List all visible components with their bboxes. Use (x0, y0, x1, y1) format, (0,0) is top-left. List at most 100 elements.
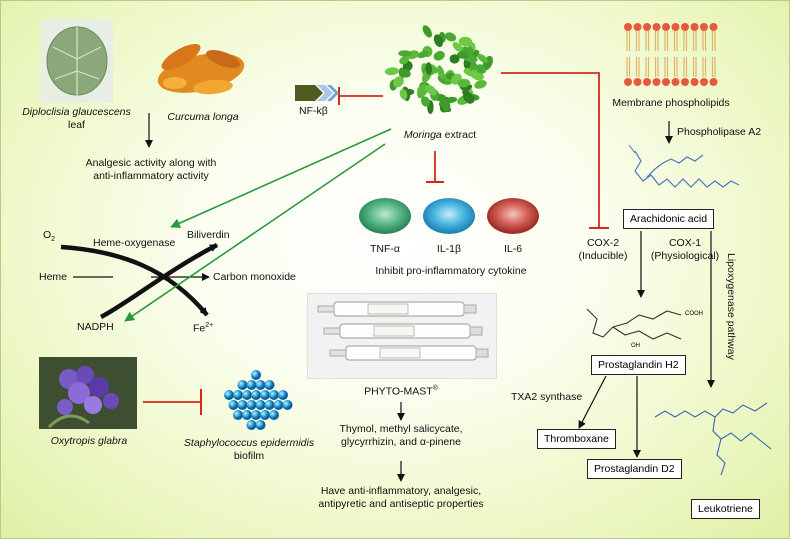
coccus (278, 390, 288, 400)
fe-label: Fe2+ (193, 319, 213, 336)
coccus (264, 400, 275, 410)
lipid-head (671, 23, 680, 31)
nfkb-label: NF-kβ (299, 105, 328, 117)
lipid-head (671, 78, 680, 86)
moringa-inhibits-cox2 (501, 72, 600, 228)
lipid-head (633, 23, 642, 31)
coccus (228, 400, 239, 410)
diploclisia-name: Diploclisia glaucescens (22, 106, 131, 118)
moringa-leaflet (422, 25, 432, 38)
moringa-leaflet (474, 80, 487, 89)
phyto-properties: Have anti-inflammatory, analgesic, antip… (291, 485, 511, 511)
properties-line-1: Have anti-inflammatory, analgesic, (320, 485, 482, 497)
coccus (224, 390, 234, 400)
coccus (233, 390, 243, 400)
il-6-cell-icon (485, 196, 541, 236)
cox2-line-2: (Inducible) (578, 250, 628, 262)
coccus (246, 400, 257, 410)
analgesic-line-1: Analgesic activity along with (85, 157, 217, 169)
membrane-bilayer-image (623, 19, 719, 91)
fe-superscript: 2+ (205, 322, 214, 329)
syringe-3 (329, 345, 489, 361)
cox1-line-2: (Physiological) (650, 250, 720, 262)
lipid-head (624, 23, 632, 31)
o2-label: O2 (43, 229, 55, 246)
phyto-mast-syringes-image (307, 293, 497, 379)
moringa-leaflet (398, 50, 412, 57)
coccus (282, 400, 293, 410)
curcuma-longa-image (151, 29, 251, 103)
heme-oxygenase-label: Heme-oxygenase (93, 237, 176, 249)
coccus (251, 410, 261, 420)
moringa-leaflet (458, 36, 473, 47)
prostaglandin-d2-box: Prostaglandin D2 (587, 459, 682, 479)
moringa-leaflet (452, 42, 464, 53)
moringa-leaflet (420, 96, 430, 107)
coccus (260, 390, 270, 400)
moringa-to-heme-oxygenase-arrow (170, 128, 392, 228)
coccus (251, 390, 261, 400)
phyto-registered-mark: ® (432, 385, 438, 392)
coccus (237, 400, 248, 410)
lipid-head (643, 23, 651, 31)
lipid-head (681, 23, 689, 31)
moringa-leaflets (384, 25, 493, 115)
staphylococcus-biofilm-image (217, 367, 295, 433)
moringa-leaflet (417, 50, 430, 59)
coccus (273, 400, 284, 410)
coccus (233, 410, 243, 420)
lipid-head (624, 78, 632, 86)
coccus (237, 380, 248, 390)
lipid-head (709, 23, 718, 31)
moringa-label: Moringa extract (381, 129, 499, 142)
phospholipase-label: Phospholipase A2 (677, 126, 762, 138)
coccus (264, 380, 275, 390)
moringa-leaflet (462, 91, 475, 104)
biliverdin-label: Biliverdin (187, 229, 230, 241)
phyto-mast-label: PHYTO-MAST® (341, 382, 461, 399)
lipid-head (652, 23, 661, 31)
fe-text: Fe (193, 322, 206, 335)
coccus (246, 380, 257, 390)
moringa-leaflet (400, 69, 411, 78)
lipid-head (662, 78, 670, 86)
heme-label: Heme (39, 271, 68, 283)
o2-subscript: 2 (51, 236, 56, 244)
components-line-1: Thymol, methyl salicycate, (339, 423, 463, 435)
oxytropis-label: Oxytropis glabra (50, 435, 128, 447)
lipid-head (700, 78, 708, 86)
nadph-to-biliverdin-curve (99, 243, 219, 319)
moringa-leaflet (399, 88, 408, 100)
cox1-label: COX-1 (Physiological) (645, 237, 725, 263)
moringa-leaves-image (381, 21, 499, 121)
coccus (269, 390, 279, 400)
moringa-leaflet (433, 34, 443, 48)
lipid-head (681, 78, 689, 86)
diploclisia-label: Diploclisia glaucescens leaf (9, 106, 144, 132)
cox2-line-1: COX-2 (586, 237, 620, 249)
txa2-arrow (578, 375, 607, 429)
membrane-label: Membrane phospholipids (612, 97, 730, 109)
components-line-2: glycyrrhizin, and α-pinene (341, 436, 461, 448)
lipid-head (662, 23, 670, 31)
thromboxane-box: Thromboxane (537, 429, 616, 449)
staph-suffix: biofilm (233, 450, 265, 462)
pgh2-oh: OH (631, 343, 640, 349)
coccus (246, 420, 257, 430)
coccus (269, 410, 279, 420)
nadph-label: NADPH (77, 321, 114, 333)
o2-text: O (43, 229, 52, 241)
moringa-leaflet (477, 53, 488, 64)
properties-line-2: antipyretic and antiseptic properties (318, 498, 484, 510)
coccus (255, 420, 266, 430)
moringa-leaflet (425, 84, 437, 96)
moringa-leaflet (393, 76, 404, 88)
phyto-name: PHYTO-MAST (364, 385, 433, 398)
moringa-leaflet (457, 78, 471, 88)
arachidonic-acid-box: Arachidonic acid (623, 209, 715, 229)
moringa-leaflet (417, 83, 428, 99)
nfkb-arrow-icon (295, 83, 339, 103)
